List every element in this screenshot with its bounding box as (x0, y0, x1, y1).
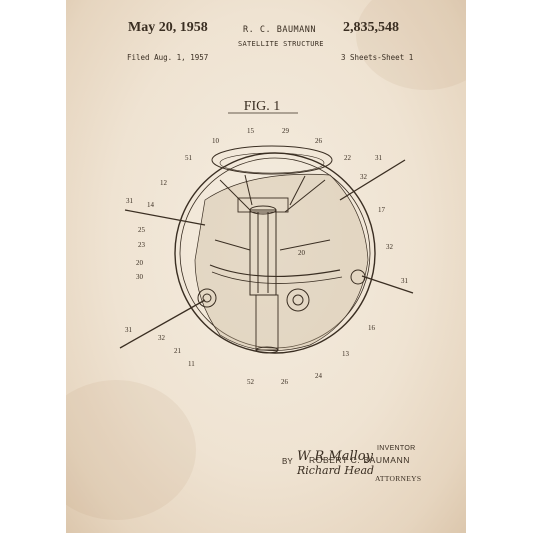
patent-date: May 20, 1958 (128, 20, 208, 35)
sheet-count: 3 Sheets-Sheet 1 (341, 53, 414, 62)
antenna-left-top (124, 209, 206, 226)
antenna-left-bottom (119, 299, 206, 349)
svg-text:22: 22 (344, 154, 352, 162)
svg-text:51: 51 (185, 154, 193, 162)
patent-title: SATELLITE STRUCTURE (238, 40, 324, 48)
svg-text:23: 23 (138, 241, 146, 249)
svg-text:16: 16 (368, 324, 376, 332)
svg-text:20: 20 (136, 259, 144, 267)
inventor-label: INVENTOR (377, 445, 416, 452)
svg-text:24: 24 (315, 372, 323, 380)
patent-sheet (66, 0, 466, 533)
inventor-name: ROBERT C. BAUMANN (309, 455, 411, 465)
svg-text:52: 52 (247, 378, 255, 386)
svg-text:17: 17 (378, 206, 386, 214)
svg-text:21: 21 (174, 347, 182, 355)
svg-text:10: 10 (212, 137, 220, 145)
svg-text:26: 26 (315, 137, 323, 145)
svg-text:13: 13 (342, 350, 350, 358)
svg-text:25: 25 (138, 226, 146, 234)
antenna-right-top (339, 159, 406, 201)
signature: Richard Head (296, 464, 374, 477)
signature: W R Malloy (297, 449, 374, 464)
by-label: BY (282, 457, 293, 466)
filed-date: Filed Aug. 1, 1957 (127, 53, 209, 62)
patent-number: 2,835,548 (343, 20, 399, 35)
svg-text:31: 31 (401, 277, 409, 285)
svg-text:12: 12 (160, 179, 168, 187)
svg-text:31: 31 (375, 154, 383, 162)
svg-text:31: 31 (126, 197, 134, 205)
antenna-right-bottom (361, 275, 414, 294)
svg-text:14: 14 (147, 201, 155, 209)
svg-text:32: 32 (386, 243, 394, 251)
svg-text:11: 11 (188, 360, 195, 368)
svg-text:31: 31 (125, 326, 133, 334)
svg-text:26: 26 (281, 378, 289, 386)
svg-text:30: 30 (136, 273, 144, 281)
attorneys-label: ATTORNEYS (375, 474, 422, 483)
figure-label: FIG. 1 (244, 99, 281, 114)
paper-stain (66, 380, 196, 520)
svg-text:32: 32 (158, 334, 166, 342)
svg-text:15: 15 (247, 127, 255, 135)
svg-text:29: 29 (282, 127, 290, 135)
svg-text:32: 32 (360, 173, 368, 181)
svg-text:20: 20 (298, 249, 306, 257)
inventor-header: R. C. BAUMANN (243, 25, 317, 35)
